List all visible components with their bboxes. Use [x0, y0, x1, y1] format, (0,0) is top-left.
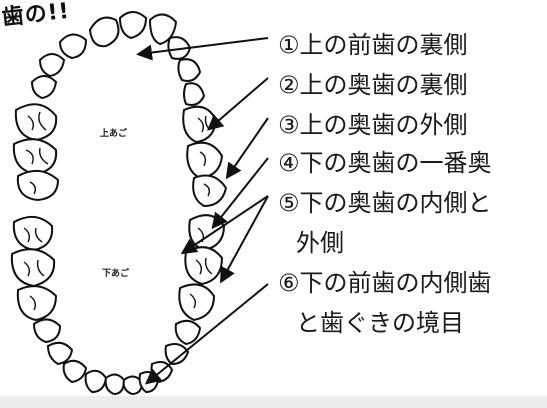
- label-4: ④下の奥歯の一番奥: [278, 149, 492, 177]
- arrow-4: [211, 157, 269, 230]
- label-5-cont: 外側: [296, 229, 344, 257]
- arrow-3: [225, 117, 269, 180]
- upper-arch: [12, 11, 228, 208]
- arrow-6: [144, 283, 269, 385]
- lower-arch: [10, 214, 226, 396]
- label-3: ③上の奥歯の外側: [278, 111, 468, 139]
- label-5: ⑤下の奥歯の内側と: [278, 189, 492, 217]
- pointer-arrows: [136, 37, 269, 385]
- lower-jaw-label: 下あご: [102, 269, 130, 279]
- label-1: ①上の前歯の裏側: [278, 31, 468, 59]
- arrow-1: [136, 37, 269, 61]
- bottom-bar: [0, 396, 547, 408]
- label-6: ⑥下の前歯の内側歯: [278, 269, 492, 297]
- label-2: ②上の奥歯の裏側: [278, 71, 468, 99]
- tooth-markings: [23, 111, 213, 311]
- arrow-2: [206, 77, 269, 131]
- upper-jaw-label: 上あご: [100, 129, 128, 139]
- label-6-cont: と歯ぐきの境目: [296, 309, 464, 337]
- arrow-5b: [220, 195, 269, 284]
- arrow-5a: [180, 195, 269, 255]
